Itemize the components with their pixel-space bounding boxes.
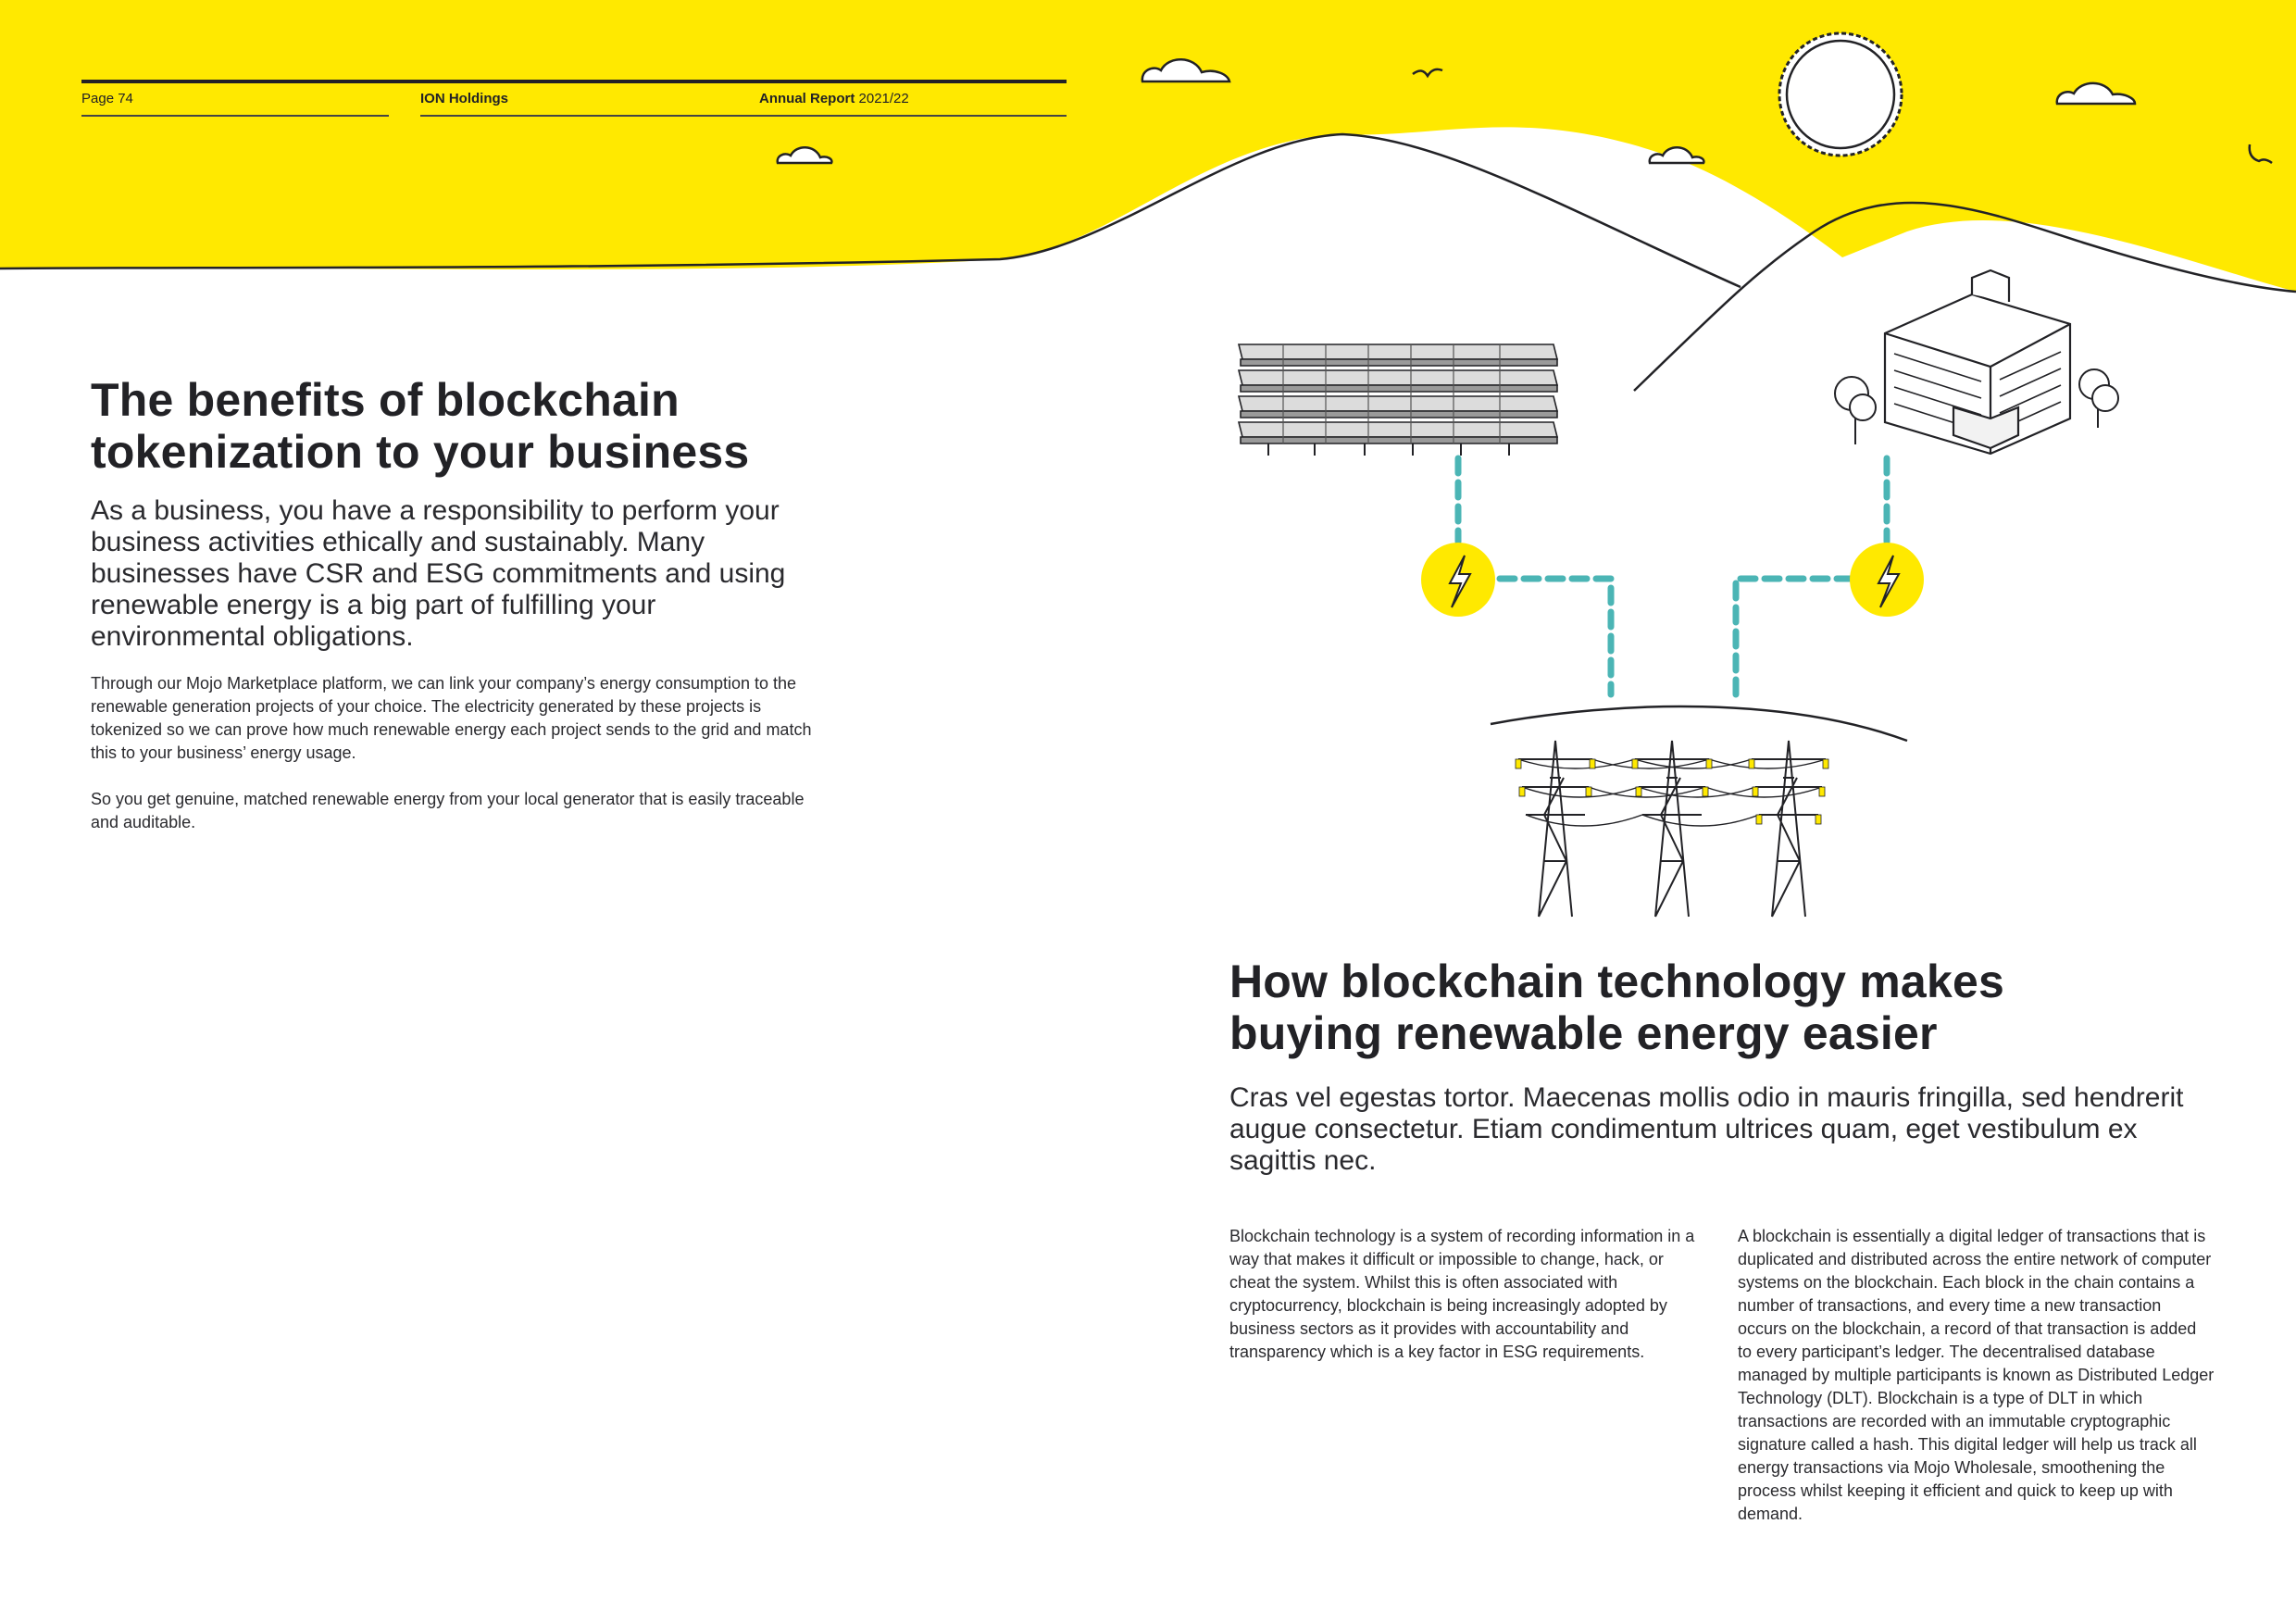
lightning-bolt-icon: [1421, 543, 1495, 617]
sun-icon: [1778, 31, 1903, 157]
section-lead: As a business, you have a responsibility…: [91, 495, 786, 652]
hill-outline-right: [1633, 201, 2296, 392]
section-lead: Cras vel egestas tortor. Maecenas mollis…: [1229, 1082, 2184, 1176]
bird-icon: [2248, 144, 2273, 165]
header-rule: [81, 80, 1067, 83]
header-underline: [420, 115, 1067, 117]
tree-icon: [1834, 369, 2119, 444]
bird-icon: [1412, 68, 1443, 79]
cloud-icon: [776, 58, 2137, 165]
page-number: Page 74: [81, 91, 133, 106]
company-name: ION Holdings: [420, 91, 508, 106]
body-column-left: Blockchain technology is a system of rec…: [1229, 1227, 1695, 1361]
office-building-icon: [1883, 269, 2072, 456]
body-paragraph: Through our Mojo Marketplace platform, w…: [91, 674, 812, 762]
body-column-right: A blockchain is essentially a digital le…: [1738, 1227, 2215, 1523]
hill-outline-left: [0, 132, 1741, 289]
yellow-sky-band: [0, 0, 2296, 292]
solar-panel-icon: [1237, 344, 1559, 456]
power-pylon-icon: [1517, 740, 1827, 918]
header-underline: [81, 115, 389, 117]
report-title: Annual Report 2021/22: [759, 91, 909, 106]
lightning-bolt-icon: [1850, 543, 1924, 617]
ground-line: [1490, 705, 1908, 743]
grid-connector-lines: [1454, 455, 1890, 698]
insulator-dots: [1515, 758, 1829, 825]
body-paragraph: So you get genuine, matched renewable en…: [91, 790, 805, 831]
